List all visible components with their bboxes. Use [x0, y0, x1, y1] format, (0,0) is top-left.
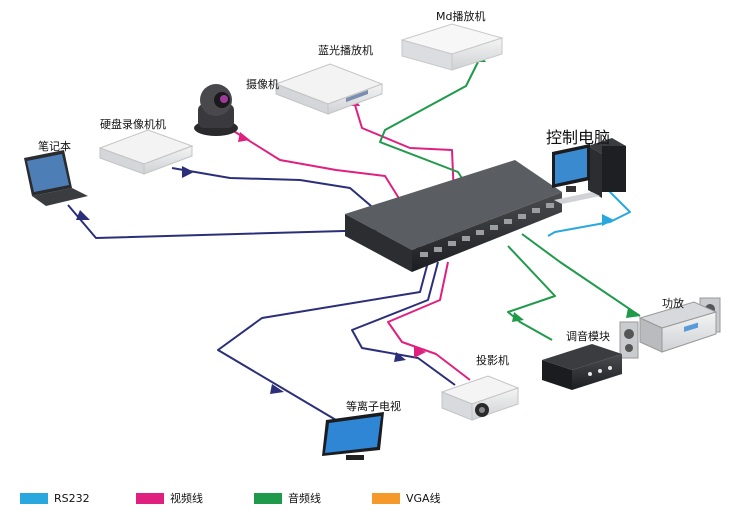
- dvr-device: [98, 129, 194, 175]
- arrow-camera: [238, 132, 250, 142]
- arrow-laptop: [76, 210, 90, 220]
- legend-swatch-audio: [254, 492, 282, 504]
- label-tuner-module: 调音模块: [566, 330, 610, 343]
- arrow-tuner: [512, 312, 524, 322]
- projector-device: [440, 375, 520, 421]
- label-control-pc: 控制电脑: [546, 128, 611, 147]
- arrow-amp: [626, 308, 640, 318]
- label-dvr: 硬盘录像机机: [100, 118, 166, 131]
- label-md-player: Md播放机: [436, 10, 486, 23]
- legend-swatch-vga: [372, 492, 400, 504]
- legend-item-audio: 音频线: [254, 488, 321, 508]
- plasma-tv-device: [322, 412, 384, 460]
- legend-label-audio: 音频线: [288, 492, 321, 505]
- label-amplifier: 功放: [662, 297, 684, 310]
- arrow-pc: [602, 214, 614, 226]
- legend: RS232 视频线 音频线 VGA线: [0, 488, 738, 508]
- arrow-projector-video: [414, 346, 426, 358]
- matrix-switcher: [345, 160, 562, 272]
- vga-line-projector: [351, 261, 456, 386]
- legend-label-video: 视频线: [170, 492, 203, 505]
- legend-label-vga: VGA线: [406, 492, 441, 505]
- label-plasma-tv: 等离子电视: [346, 400, 401, 413]
- tuner-module-device: [542, 344, 622, 390]
- md-player-device: [400, 23, 504, 71]
- diagram-canvas: [24, 23, 721, 460]
- camera-device: [194, 84, 238, 136]
- legend-swatch-video: [136, 492, 164, 504]
- arrow-tv: [270, 384, 284, 394]
- label-bluray-player: 蓝光播放机: [318, 44, 373, 57]
- legend-label-rs232: RS232: [54, 491, 90, 505]
- audio-line-tuner: [507, 245, 556, 341]
- arrow-projector-vga: [394, 352, 406, 362]
- label-camera: 摄像机: [246, 78, 279, 91]
- arrow-dvr: [182, 166, 194, 178]
- legend-item-rs232: RS232: [20, 488, 90, 508]
- bluray-player-device: [274, 63, 384, 115]
- video-line-projector: [387, 261, 471, 381]
- laptop-device: [24, 150, 88, 206]
- vga-line-tv: [217, 261, 429, 421]
- audio-line-amp: [521, 233, 641, 317]
- label-laptop: 笔记本: [38, 140, 71, 153]
- legend-swatch-rs232: [20, 492, 48, 504]
- legend-item-vga: VGA线: [372, 488, 441, 508]
- amplifier-device: [619, 297, 721, 359]
- control-pc-device: [552, 138, 626, 204]
- label-projector: 投影机: [476, 354, 509, 367]
- legend-item-video: 视频线: [136, 488, 203, 508]
